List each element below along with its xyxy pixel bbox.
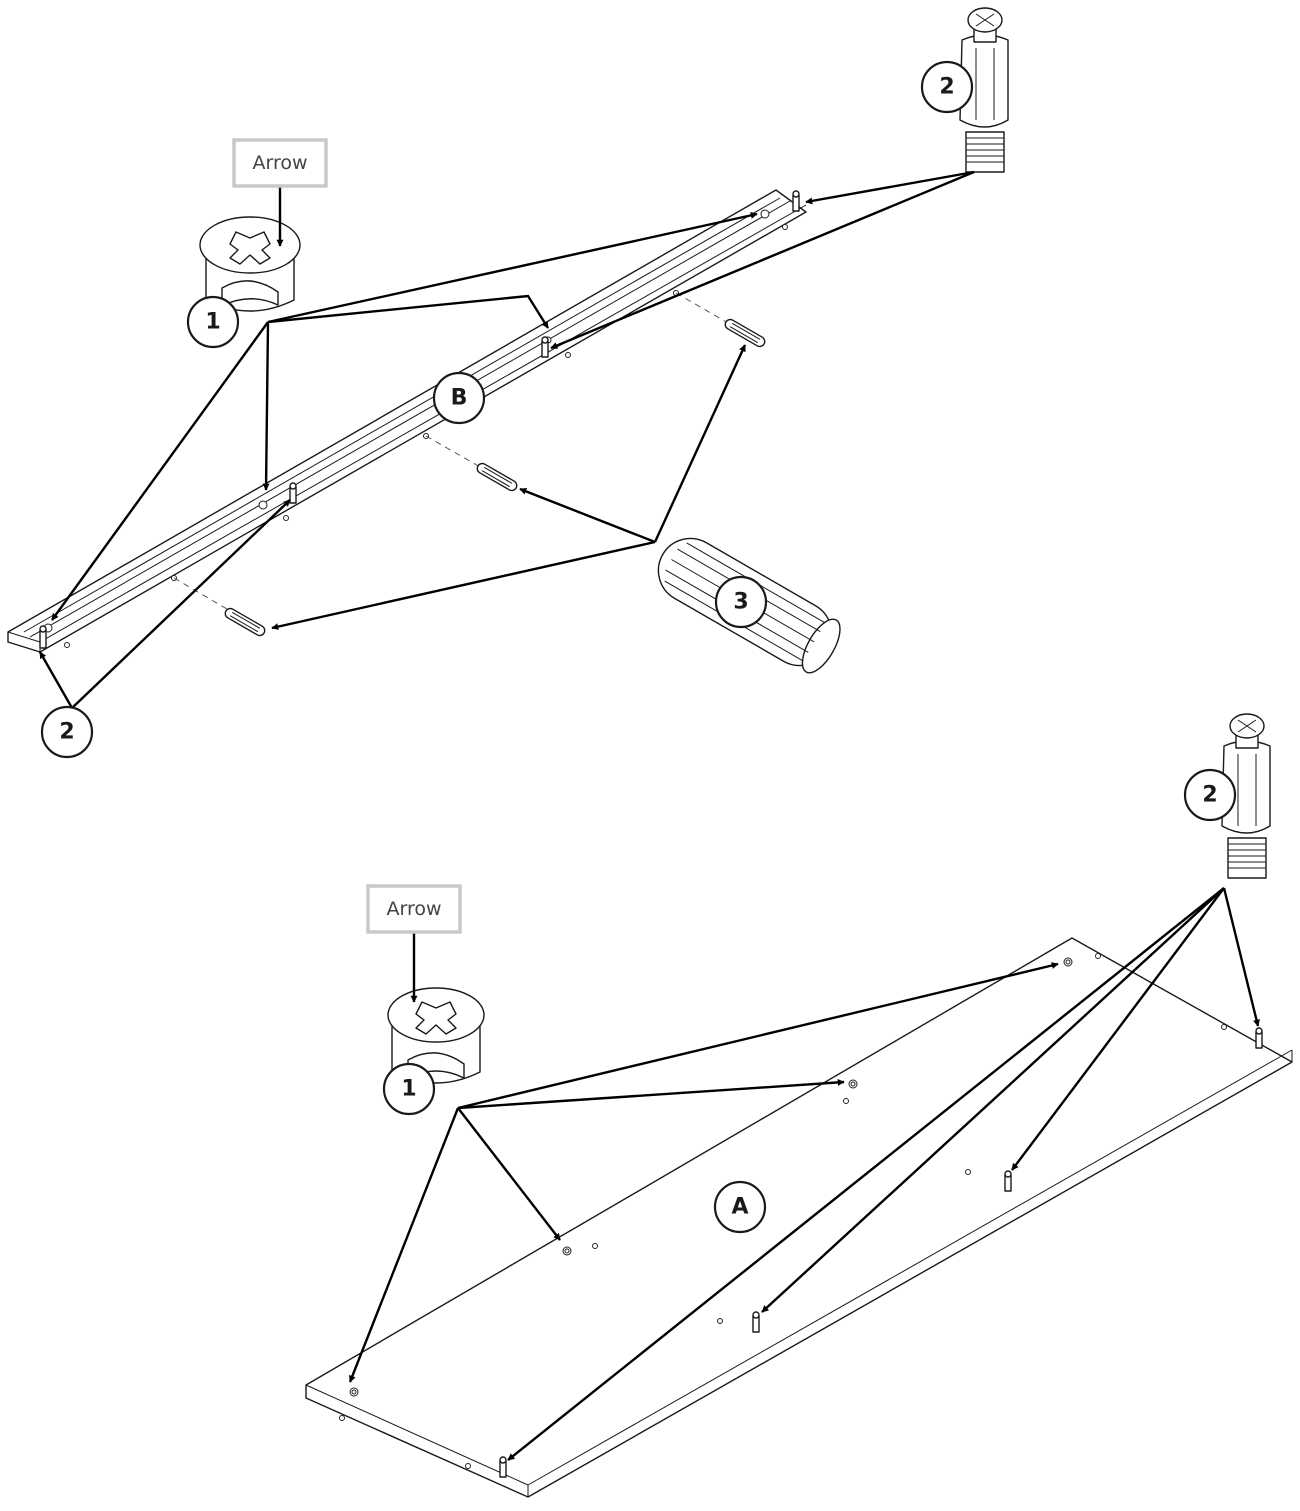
top-arrows <box>38 170 975 709</box>
rail-b <box>7 189 807 653</box>
arrow-callout-top: Arrow <box>232 138 328 188</box>
label-part-1-bottom: 1 <box>382 1062 436 1116</box>
cam-bolt-icon <box>1255 1027 1263 1049</box>
cam-bolt-icon <box>1221 713 1271 879</box>
svg-text:2: 2 <box>59 720 74 745</box>
panel-a <box>305 937 1293 1498</box>
wood-dowel-icon <box>224 607 266 637</box>
callout-text: Arrow <box>386 898 441 920</box>
arrow-callout-bottom: Arrow <box>366 884 462 934</box>
label-part-2-top: 2 <box>920 60 974 114</box>
label-rail-b: B <box>432 371 486 425</box>
cam-lock-icon <box>199 216 301 312</box>
label-part-2-left: 2 <box>40 705 94 759</box>
cam-bolt-icon <box>289 482 297 504</box>
cam-bolt-icon <box>499 1456 507 1478</box>
cam-bolt-icon <box>39 625 47 649</box>
svg-text:2: 2 <box>939 75 954 100</box>
callout-text: Arrow <box>252 152 307 174</box>
svg-text:B: B <box>451 386 468 411</box>
cam-bolt-icon <box>752 1311 760 1333</box>
bottom-arrows <box>348 887 1260 1461</box>
wood-dowel-icon <box>724 318 766 348</box>
cam-bolt-icon <box>959 7 1009 173</box>
label-part-1-top: 1 <box>186 295 240 349</box>
label-panel-a: A <box>713 1180 767 1234</box>
svg-text:1: 1 <box>401 1077 416 1102</box>
svg-text:3: 3 <box>733 590 748 615</box>
cam-bolt-icon <box>792 190 800 212</box>
wood-dowel-icon <box>476 462 518 492</box>
label-part-3: 3 <box>714 575 768 629</box>
cam-bolt-icon <box>1004 1170 1012 1192</box>
label-part-2-bottom: 2 <box>1183 768 1237 822</box>
cam-bolt-icon <box>541 336 549 358</box>
svg-text:1: 1 <box>205 310 220 335</box>
svg-text:A: A <box>731 1195 748 1220</box>
svg-text:2: 2 <box>1202 783 1217 808</box>
